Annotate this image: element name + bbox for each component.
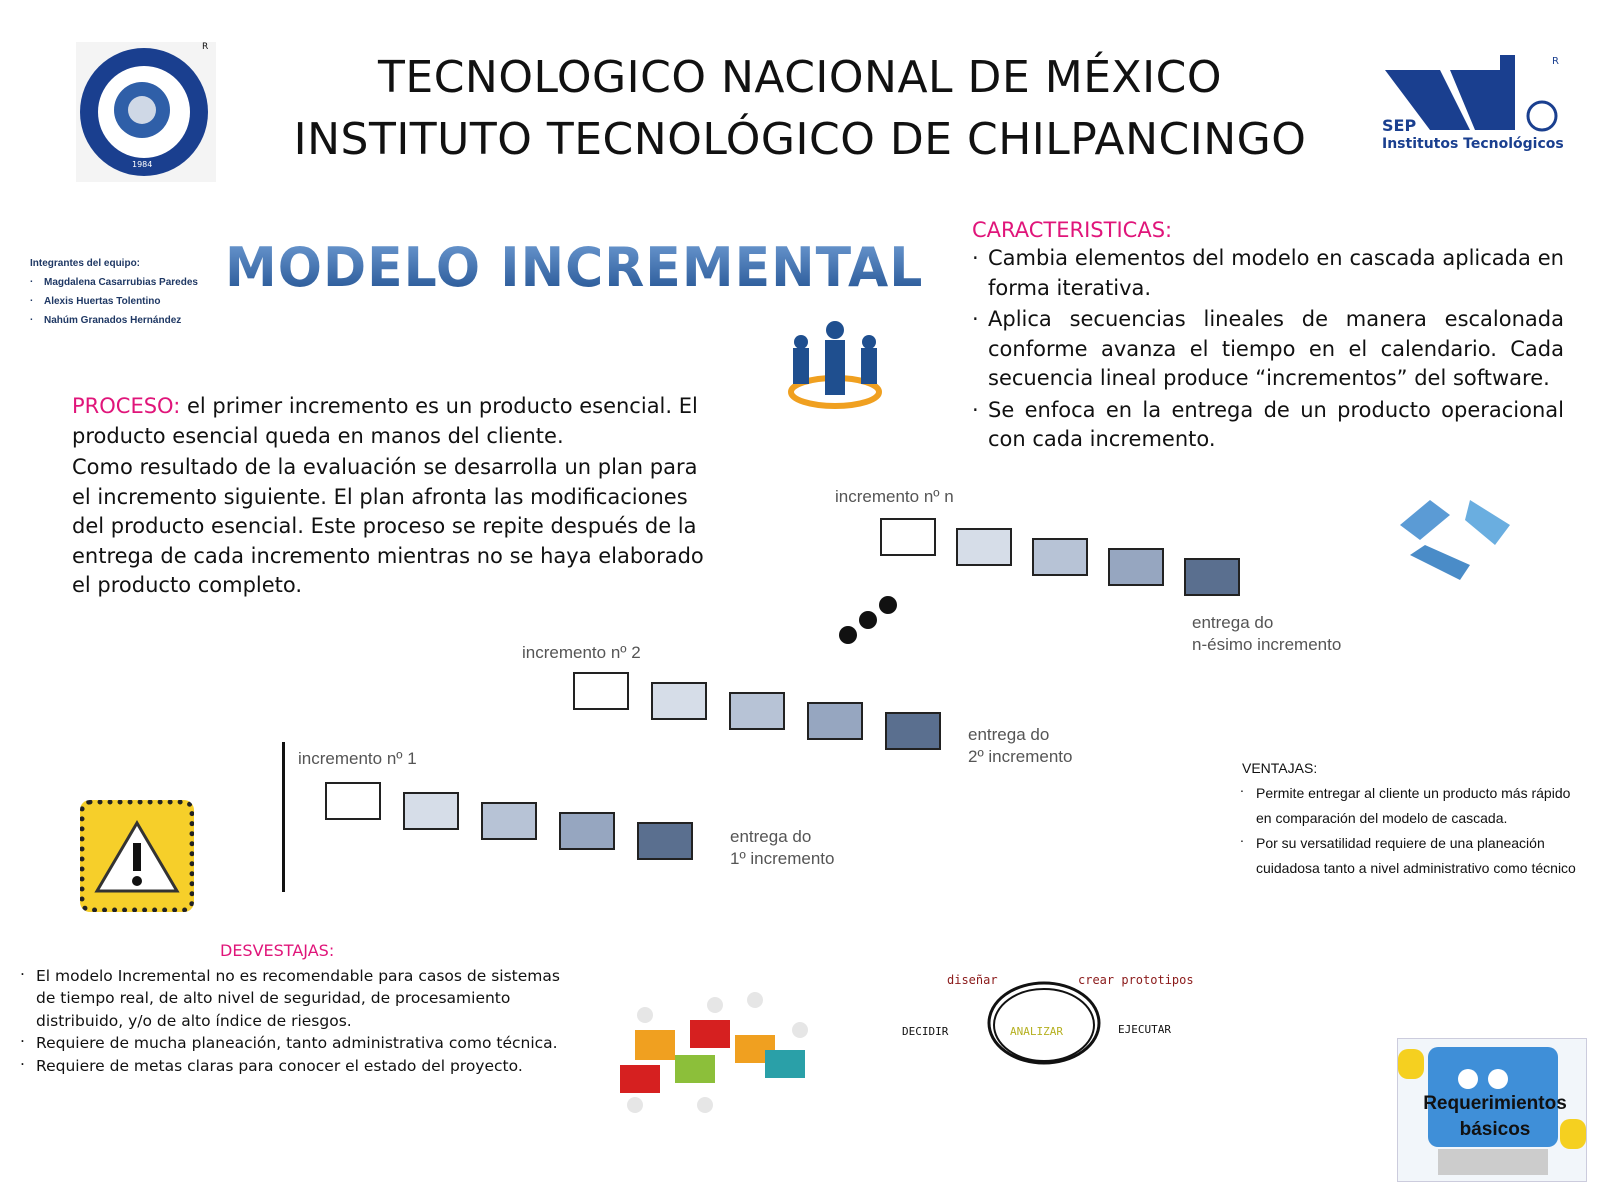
- page-title: MODELO INCREMENTAL: [225, 236, 924, 300]
- desventajas-heading: DESVESTAJAS:: [220, 941, 335, 960]
- cycle-arrows-icon: [1390, 495, 1530, 589]
- sep-logo: SEP Institutos Tecnológicos R: [1380, 50, 1570, 160]
- delivery-label: entrega do 1º incremento: [730, 827, 835, 868]
- caracteristica-item: Aplica secuencias lineales de manera esc…: [972, 299, 1564, 394]
- logo-year: 1984: [132, 160, 153, 169]
- desventaja-item: Requiere de metas claras para conocer el…: [20, 1049, 560, 1078]
- puzzle-teamwork-image: [615, 990, 825, 1129]
- desventaja-item: El modelo Incremental no es recomendable…: [20, 959, 560, 1033]
- ventajas-section: VENTAJAS: Permite entregar al cliente un…: [1240, 756, 1580, 881]
- cycle-right: EJECUTAR: [1118, 1023, 1171, 1036]
- sep-text: SEP: [1382, 116, 1417, 135]
- ventajas-heading: VENTAJAS:: [1242, 760, 1318, 776]
- team-member: Nahúm Granados Hernández: [30, 312, 198, 326]
- stage-box: [651, 682, 707, 720]
- increment-label: incremento nº 2: [522, 643, 641, 662]
- header-line-1: TECNOLOGICO NACIONAL DE MÉXICO: [378, 52, 1222, 103]
- stage-box: [1108, 548, 1164, 586]
- caracteristica-item: Cambia elementos del modelo en cascada a…: [972, 238, 1564, 303]
- stage-box: [325, 782, 381, 820]
- stage-box: [729, 692, 785, 730]
- stage-box: [637, 822, 693, 860]
- increment-label: incremento nº 1: [298, 749, 417, 768]
- stage-box: [481, 802, 537, 840]
- proceso-text-2: Como resultado de la evaluación se desar…: [72, 455, 704, 597]
- stage-box: [956, 528, 1012, 566]
- stage-box: [807, 702, 863, 740]
- delivery-label: entrega do 2º incremento: [968, 725, 1073, 766]
- caracteristicas-heading: CARACTERISTICAS:: [972, 218, 1173, 242]
- delivery-label: entrega do n-ésimo incremento: [1192, 613, 1342, 654]
- desventaja-item: Requiere de mucha planeación, tanto admi…: [20, 1026, 560, 1055]
- cycle-top-left: diseñar: [947, 973, 998, 987]
- cycle-left: DECIDIR: [902, 1025, 949, 1038]
- axis-line: [282, 742, 285, 892]
- registered-mark: R: [1552, 56, 1559, 67]
- stage-box: [1032, 538, 1088, 576]
- itch-logo: 1984 R: [76, 42, 216, 182]
- proceso-text-1: el primer incremento es un producto esen…: [72, 394, 698, 448]
- team-heading: Integrantes del equipo:: [30, 258, 141, 269]
- proceso-label: PROCESO:: [72, 394, 181, 418]
- desventajas-section: DESVESTAJAS: El modelo Incremental no es…: [20, 940, 560, 1077]
- ventaja-item: Permite entregar al cliente un producto …: [1240, 775, 1580, 831]
- ellipsis-dots: [838, 595, 898, 649]
- caracteristica-item: Se enfoca en la entrega de un producto o…: [972, 390, 1564, 455]
- team-member: Alexis Huertas Tolentino: [30, 293, 198, 307]
- stage-box: [1184, 558, 1240, 596]
- stage-box: [403, 792, 459, 830]
- warning-icon: [80, 800, 194, 912]
- proceso-section: PROCESO: el primer incremento es un prod…: [72, 392, 712, 601]
- cycle-diagram: ANALIZAR DECIDIR EJECUTAR diseñar crear …: [900, 965, 1200, 1075]
- ventaja-item: Por su versatilidad requiere de una plan…: [1240, 825, 1580, 881]
- requirements-computer-image: Requerimientos básicos: [1397, 1038, 1587, 1182]
- requirements-label: Requerimientos básicos: [1423, 1093, 1567, 1140]
- cycle-top-right: crear prototipos: [1078, 973, 1194, 987]
- stage-box: [559, 812, 615, 850]
- team-member: Magdalena Casarrubias Paredes: [30, 274, 198, 288]
- stage-box: [880, 518, 936, 556]
- cycle-center: ANALIZAR: [1010, 1025, 1063, 1038]
- registered-mark: R: [202, 42, 209, 52]
- increment-label: incremento nº n: [835, 487, 954, 506]
- header-line-2: INSTITUTO TECNOLÓGICO DE CHILPANCINGO: [293, 114, 1307, 165]
- stage-box: [573, 672, 629, 710]
- team-list: Integrantes del equipo: Magdalena Casarr…: [30, 258, 198, 326]
- team-people-icon: [785, 320, 885, 419]
- caracteristicas-section: CARACTERISTICAS: Cambia elementos del mo…: [972, 218, 1564, 455]
- sep-subtitle: Institutos Tecnológicos: [1382, 136, 1564, 152]
- stage-box: [885, 712, 941, 750]
